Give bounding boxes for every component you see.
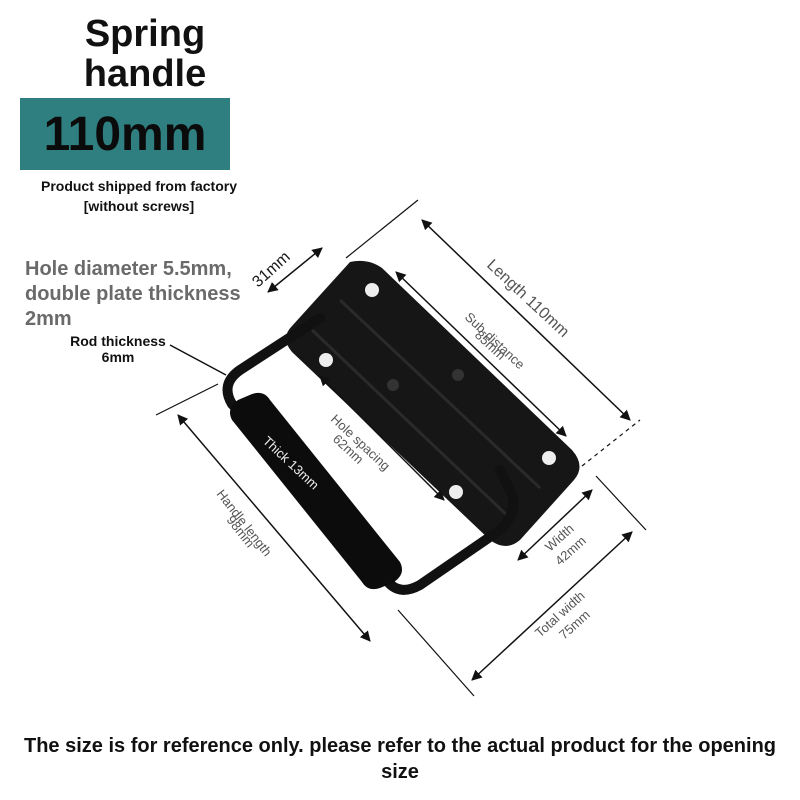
rod-thickness-note: Rod thickness 6mm: [70, 333, 166, 365]
dimension-lines: [155, 199, 647, 697]
product-title: Spring handle: [83, 13, 207, 95]
handle-rod: [222, 313, 519, 595]
size-badge: 110mm: [20, 98, 230, 170]
top-width-label: 31mm: [249, 249, 293, 291]
mount-hole: [319, 353, 333, 367]
hole-diameter-note: Hole diameter 5.5mm, double plate thickn…: [25, 258, 241, 330]
mount-hole: [365, 283, 379, 297]
mount-hole: [449, 485, 463, 499]
mount-hole: [542, 451, 556, 465]
shipping-note: Product shipped from factory [without sc…: [40, 178, 238, 214]
size-badge-text: 110mm: [43, 107, 207, 161]
length-label: Length 110mm: [483, 256, 572, 340]
reference-disclaimer: The size is for reference only. please r…: [23, 735, 776, 783]
